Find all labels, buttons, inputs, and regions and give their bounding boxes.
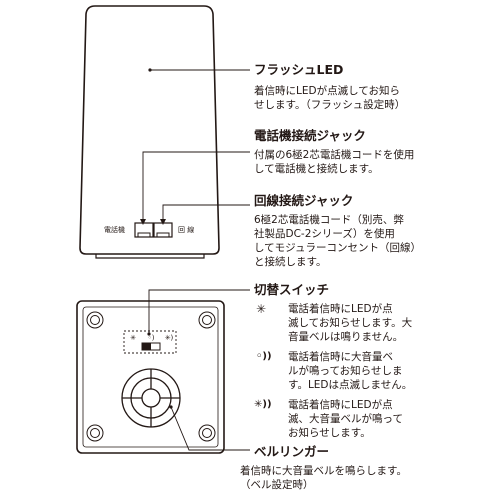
phone-jack-leader xyxy=(142,151,250,224)
port-label-line: 回 線 xyxy=(178,226,195,234)
bell-ringer-title: ベルリンガー xyxy=(254,444,330,459)
bell-sound-icon: ◦)) xyxy=(256,351,272,362)
switch-mode3-desc-1: 電話着信時にLEDが点 xyxy=(288,399,393,411)
led-flash-icon: ✳ xyxy=(130,334,136,342)
line-jack-desc-4: と接続します。 xyxy=(254,256,327,268)
bell-ringer-leader xyxy=(170,406,250,451)
line-jack-desc-1: 6極2芯電話機コード（別売、弊 xyxy=(254,214,404,226)
led-flash-icon: ✳ xyxy=(256,302,267,316)
device-front-base xyxy=(95,254,205,259)
switch-mode3-desc-2: 滅、大音量ベルが鳴って xyxy=(288,413,403,425)
speaker-grille xyxy=(121,368,181,428)
switch-mode2-desc-2: ルが鳴ってお知らせしま xyxy=(288,365,403,377)
port-label-phone: 電話機 xyxy=(104,226,125,234)
switch-mode1-desc-2: 滅してお知らせします。大 xyxy=(288,317,413,329)
line-jack-desc-2: 社製品DC-2シリーズ）を使用 xyxy=(254,228,395,240)
line-jack-leader xyxy=(162,204,250,224)
switch-mode1-desc-1: 電話着信時にLEDが点 xyxy=(288,303,393,315)
switch-panel-symbols: ✳ ◦) ✳) xyxy=(130,334,173,342)
switch-title: 切替スイッチ xyxy=(254,282,330,297)
rubber-feet xyxy=(86,311,216,442)
bell-ringer-desc-2: （ベル設定時） xyxy=(240,479,314,491)
line-jack-desc-3: してモジュラーコンセント（回線） xyxy=(254,242,421,254)
switch-mode2-desc-3: す。LEDは点滅しません。 xyxy=(288,379,413,391)
phone-jack-desc-1: 付属の6極2芯電話機コードを使用 xyxy=(254,149,415,161)
switch-mode2-desc-1: 電話着信時に大音量ベ xyxy=(288,351,393,363)
bell-sound-icon: ◦) xyxy=(148,334,155,342)
device-bottom-body xyxy=(76,300,225,454)
phone-jack-desc-2: して電話機と接続します。 xyxy=(254,163,379,175)
flash-led-desc-2: せします。（フラッシュ設定時） xyxy=(254,99,406,111)
flash-led-desc-1: 着信時にLEDが点滅してお知ら xyxy=(254,85,400,97)
led-and-bell-icon: ✳)) xyxy=(254,399,272,410)
switch-mode3-desc-3: お知らせします。 xyxy=(288,427,371,439)
callout-lines xyxy=(142,69,250,451)
device-front-body xyxy=(79,5,220,255)
switch-leader xyxy=(148,289,250,334)
callout-dots xyxy=(140,68,173,409)
device-bottom-view xyxy=(76,300,225,454)
led-and-bell-icon: ✳) xyxy=(165,334,174,342)
device-front-view xyxy=(79,5,220,259)
switch-mode1-desc-3: 音量ベルは鳴りません。 xyxy=(288,331,404,343)
line-jack-title: 回線接続ジャック xyxy=(254,193,354,208)
switch-panel xyxy=(123,330,177,354)
flash-led-title: フラッシュLED xyxy=(254,62,344,77)
phone-jack-title: 電話機接続ジャック xyxy=(254,128,366,143)
bell-ringer-desc-1: 着信時に大音量ベルを鳴らします。 xyxy=(240,465,407,477)
